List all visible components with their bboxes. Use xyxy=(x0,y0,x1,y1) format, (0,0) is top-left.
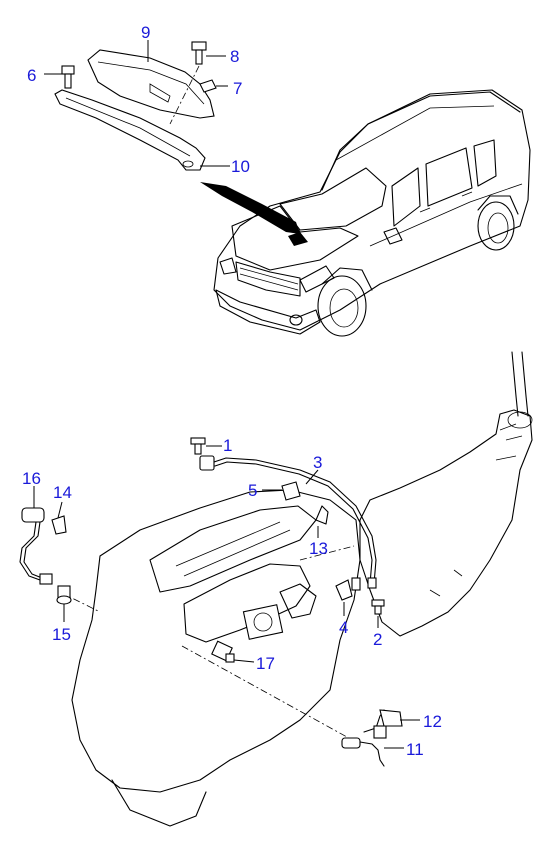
callout-11: 11 xyxy=(406,740,424,759)
location-arrow xyxy=(200,182,300,234)
bracket-14 xyxy=(51,515,67,535)
clip-7 xyxy=(199,79,217,93)
callout-6: 6 xyxy=(27,66,36,85)
bolt-6 xyxy=(61,65,75,89)
callout-8: 8 xyxy=(230,47,239,66)
engine-cover-assembly xyxy=(54,41,217,171)
callout-15: 15 xyxy=(52,625,71,644)
powertrain-outline xyxy=(59,351,533,827)
callout-14: 14 xyxy=(53,483,72,502)
clip-5 xyxy=(281,481,301,501)
bracket-12 xyxy=(379,709,403,727)
callouts: 9 8 6 7 10 1 3 5 16 14 13 4 2 15 17 12 1… xyxy=(22,23,442,759)
callout-3: 3 xyxy=(313,453,322,472)
callout-5: 5 xyxy=(248,481,257,500)
clip-13 xyxy=(315,505,329,525)
sensor-harness-3 xyxy=(199,455,377,589)
callout-17: 17 xyxy=(256,654,275,673)
callout-13: 13 xyxy=(309,539,328,558)
vehicle-illustration xyxy=(213,89,531,337)
sensor-16 xyxy=(19,507,53,585)
callout-1: 1 xyxy=(223,436,232,455)
bolt-8 xyxy=(191,41,207,65)
callout-12: 12 xyxy=(423,712,442,731)
callout-16: 16 xyxy=(22,469,41,488)
leader-lines xyxy=(33,40,420,749)
sensor-15 xyxy=(56,585,72,605)
sensor-17 xyxy=(211,640,235,663)
callout-7: 7 xyxy=(233,79,242,98)
callout-9: 9 xyxy=(141,23,150,42)
cover-panel xyxy=(87,49,215,119)
support-bracket xyxy=(54,89,206,171)
callout-2: 2 xyxy=(373,630,382,649)
bolt-2 xyxy=(371,599,385,615)
callout-4: 4 xyxy=(339,618,348,637)
bracket-4 xyxy=(335,579,353,601)
bolt-1 xyxy=(190,437,206,455)
sensor-11 xyxy=(341,709,387,767)
callout-10: 10 xyxy=(231,157,250,176)
